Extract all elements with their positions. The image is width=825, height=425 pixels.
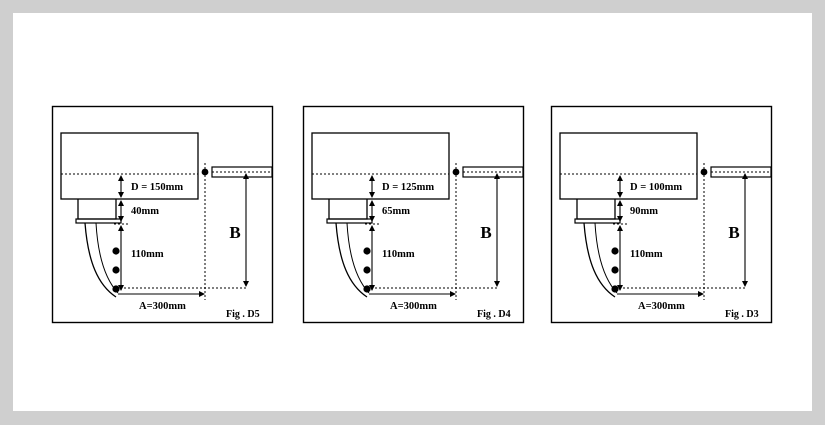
slab-block [559, 132, 698, 200]
a-dimension-label: A=300mm [638, 301, 685, 312]
d-dimension-label: D = 100mm [630, 182, 682, 193]
bracket-body [328, 199, 368, 220]
fixing-dot-3 [112, 285, 120, 293]
slab-block [311, 132, 450, 200]
bracket-body [77, 199, 117, 220]
bracket-body [576, 199, 616, 220]
figure-caption: Fig . D5 [226, 309, 260, 320]
b-dimension-label: B [229, 223, 240, 242]
a-dimension-label: A=300mm [390, 301, 437, 312]
fixing-dot-1 [611, 247, 619, 255]
a-dimension-label: A=300mm [139, 301, 186, 312]
fixing-dot-3 [611, 285, 619, 293]
span-dimension-label: 110mm [131, 249, 164, 260]
panel-frame [51, 105, 274, 324]
canvas-background [13, 13, 812, 411]
panel-frame [550, 105, 773, 324]
fixing-dot-2 [112, 266, 120, 274]
fin-inner-curve [594, 222, 618, 294]
span-dimension-label: 110mm [382, 249, 415, 260]
reference-dot [700, 168, 708, 176]
b-dimension-label: B [728, 223, 739, 242]
fixing-dot-2 [611, 266, 619, 274]
gap-dimension-label: 40mm [131, 206, 159, 217]
fixing-dot-1 [363, 247, 371, 255]
reference-dot [201, 168, 209, 176]
fixing-dot-1 [112, 247, 120, 255]
slab-block [60, 132, 199, 200]
fixing-dot-3 [363, 285, 371, 293]
fin-outer-curve [335, 222, 368, 298]
reference-dot [452, 168, 460, 176]
fin-inner-curve [95, 222, 119, 294]
fin-outer-curve [84, 222, 117, 298]
fin-outer-curve [583, 222, 616, 298]
fixing-dot-2 [363, 266, 371, 274]
d-dimension-label: D = 150mm [131, 182, 183, 193]
span-dimension-label: 110mm [630, 249, 663, 260]
panel-frame [302, 105, 525, 324]
figure-caption: Fig . D3 [725, 309, 759, 320]
gap-dimension-label: 90mm [630, 206, 658, 217]
b-dimension-label: B [480, 223, 491, 242]
gap-dimension-label: 65mm [382, 206, 410, 217]
fin-inner-curve [346, 222, 370, 294]
figure-caption: Fig . D4 [477, 309, 511, 320]
d-dimension-label: D = 125mm [382, 182, 434, 193]
